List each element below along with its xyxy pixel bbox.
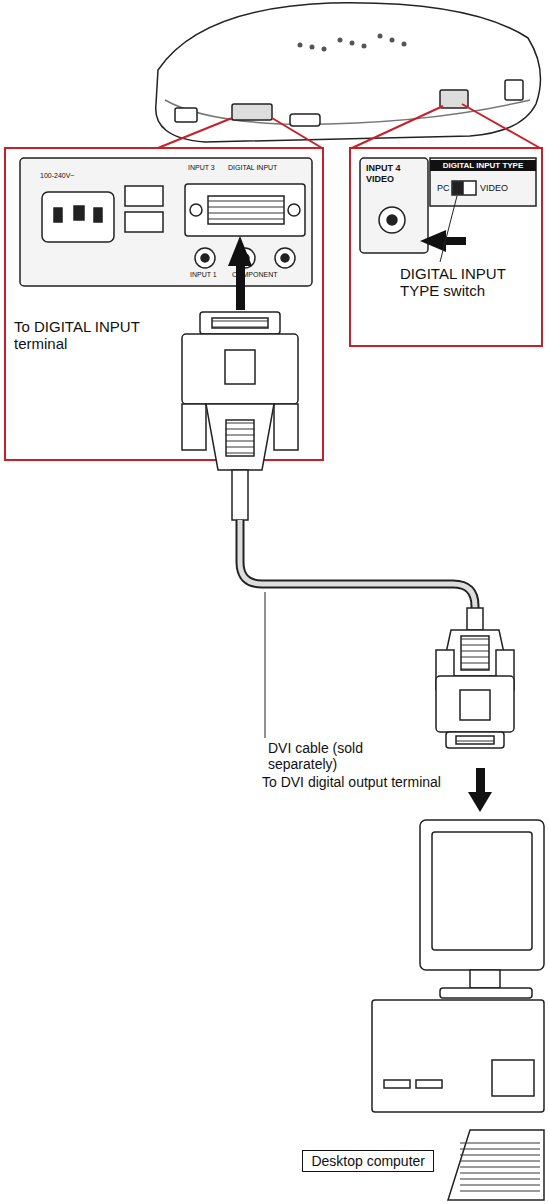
panel-marking: VIDEO xyxy=(480,183,508,193)
callout-text: To DIGITAL INPUT terminal xyxy=(14,318,164,353)
panel-marking: COMPONENT xyxy=(232,271,278,279)
callout-text: DVI cable (sold separately) xyxy=(268,740,403,772)
node-text: Desktop computer xyxy=(311,1153,425,1169)
panel-marking: 100-240V~ xyxy=(40,172,74,180)
dvi-cable xyxy=(240,520,475,612)
panel-marking: PC xyxy=(437,183,450,193)
caption-box: Desktop computer xyxy=(302,1150,434,1172)
callout-text: To DVI digital output terminal xyxy=(262,774,441,790)
panel-marking: INPUT 4 xyxy=(366,163,401,173)
dvi-plug xyxy=(436,608,514,748)
callout-text: DIGITAL INPUT TYPE switch xyxy=(400,265,540,300)
detail-frame xyxy=(5,148,323,460)
leader-line xyxy=(265,592,266,738)
panel-marking: VIDEO xyxy=(366,174,394,184)
direction-arrow xyxy=(468,768,492,812)
dvi-terminal xyxy=(185,184,305,236)
projector xyxy=(156,3,541,142)
panel-marking: DIGITAL INPUT xyxy=(228,164,277,172)
panel-marking: INPUT 1 xyxy=(190,271,217,279)
panel-marking: DIGITAL INPUT TYPE xyxy=(430,160,536,171)
dvi-plug xyxy=(182,312,298,520)
terminal-panel xyxy=(20,158,312,286)
detail-frame xyxy=(350,148,542,346)
panel-marking: INPUT 3 xyxy=(188,164,215,172)
desktop-computer xyxy=(372,820,544,1200)
power-socket xyxy=(42,192,114,242)
leader-line xyxy=(440,196,457,262)
terminal-panel xyxy=(360,158,536,253)
slide-switch xyxy=(452,181,476,195)
